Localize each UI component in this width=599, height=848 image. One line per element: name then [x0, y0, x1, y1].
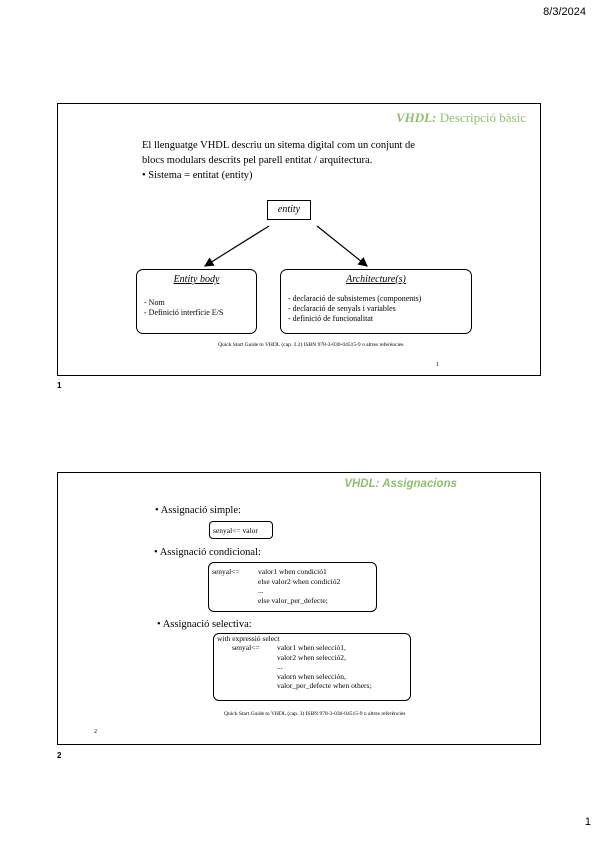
code-lines: valor1 when selecció1, valor2 when selec… — [277, 643, 372, 691]
page-number: 1 — [584, 816, 591, 828]
code-simple: senyal<= valor — [213, 526, 258, 535]
code-line: valor1 when selecció1, — [277, 643, 346, 652]
code-line: else valor_per_defecte; — [258, 595, 328, 605]
entity-body-title: Entity body — [173, 274, 220, 285]
slide-inner-number: 1 — [436, 362, 439, 368]
code-select-header: with expressió select — [217, 634, 280, 643]
slide-title: VHDL: Descripció bàsic — [396, 110, 526, 126]
reference-note: Quick Start Guide to VHDL (cap. 2.2) ISB… — [218, 342, 404, 348]
entity-label: entity — [277, 204, 301, 215]
intro-line: El llenguatge VHDL descriu un sitema dig… — [142, 140, 415, 151]
code-line: valorn when selección, — [277, 671, 346, 681]
list-item: - declaració de subsistemes (components) — [288, 294, 422, 303]
code-target: senyal<= — [232, 643, 260, 652]
arrow-to-entity-body — [203, 225, 270, 267]
entity-body-box: Entity body - Nom - Definició interfície… — [136, 269, 257, 334]
connector-arrows — [203, 225, 368, 267]
code-line: ... — [277, 662, 283, 671]
bullet-simple: • Assignació simple: — [155, 505, 241, 516]
print-date: 8/3/2024 — [543, 6, 586, 18]
list-item: - declaració de senyals i variables — [288, 304, 396, 313]
code-line: valor1 when condició1 — [258, 567, 327, 576]
list-item: - definició de funcionalitat — [288, 314, 374, 323]
code-line: valor_per_defecte when others; — [277, 681, 372, 690]
slide-number: 1 — [57, 381, 62, 390]
code-box-simple: senyal<= valor — [209, 521, 273, 539]
intro-text: El llenguatge VHDL descriu un sitema dig… — [142, 138, 415, 183]
intro-line: blocs modulars descrits pel parell entit… — [142, 155, 373, 166]
code-line: valor2 when selecció2, — [277, 652, 346, 662]
slide-title: VHDL: Assignacions — [344, 478, 457, 490]
architecture-box: Architecture(s) - declaració de subsiste… — [280, 269, 472, 334]
slide-1: VHDL: Descripció bàsic El llenguatge VHD… — [57, 103, 541, 376]
code-line: ... — [258, 586, 264, 595]
title-text: Descripció bàsic — [436, 110, 526, 125]
entity-body-list: - Nom - Definició interfície E/S — [144, 298, 256, 318]
code-target: senyal<= — [212, 567, 240, 576]
slide-2: VHDL: Assignacions • Assignació simple: … — [57, 472, 541, 745]
code-lines: valor1 when condició1 else valor2 when c… — [258, 567, 340, 605]
bullet-conditional: • Assignació condicional: — [154, 547, 261, 558]
code-box-conditional: senyal<= valor1 when condició1 else valo… — [208, 562, 377, 612]
slide-number: 2 — [57, 751, 62, 760]
bullet-selective: • Assignació selectiva: — [157, 619, 252, 630]
code-box-selective: with expressió select senyal<= valor1 wh… — [213, 633, 411, 701]
title-keyword: VHDL: — [396, 110, 437, 125]
architecture-list: - declaració de subsistemes (components)… — [288, 294, 471, 324]
list-item: - Definició interfície E/S — [144, 308, 224, 317]
slide-inner-number: 2 — [94, 729, 97, 735]
code-line: else valor2 when condició2 — [258, 576, 341, 586]
list-item: - Nom — [144, 298, 165, 307]
architecture-title: Architecture(s) — [346, 274, 406, 285]
reference-note: Quick Start Guide to VHDL (cap. 3) ISBN … — [224, 711, 406, 717]
entity-box: entity — [267, 200, 311, 220]
intro-line: • Sistema = entitat (entity) — [142, 170, 253, 181]
arrow-to-architecture — [316, 225, 368, 267]
